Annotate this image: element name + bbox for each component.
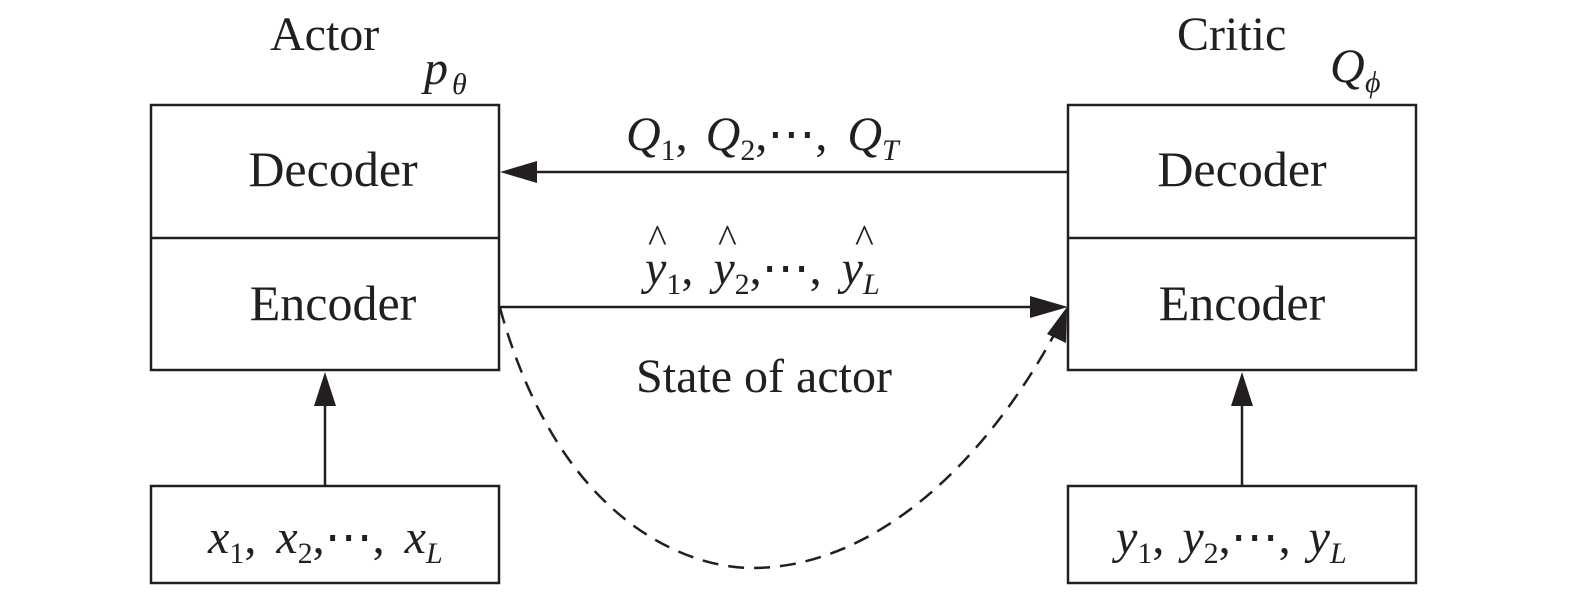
- critic-param-subscript: ϕ: [1365, 66, 1381, 99]
- critic-decoder-label: Decoder: [1157, 141, 1327, 197]
- predictions-label: y1, y2,⋯, yL: [640, 242, 880, 301]
- actor-input-arrowhead: [314, 372, 336, 406]
- hat-3: ^: [855, 216, 874, 261]
- predictions-arrowhead: [1030, 296, 1068, 318]
- q-values-label: Q1, Q2,⋯, QT: [626, 108, 901, 167]
- critic-input-arrowhead: [1231, 372, 1253, 406]
- actor-input-block: x1, x2,⋯, xL: [149, 484, 501, 585]
- critic-input-block: y1, y2,⋯, yL: [1066, 484, 1418, 585]
- actor-input-arrow: [314, 372, 336, 486]
- actor-title: Actor: [270, 8, 379, 61]
- actor-block: Decoder Encoder: [149, 103, 501, 372]
- state-of-actor-arrow: [498, 307, 1067, 570]
- state-dashed-curve: [498, 307, 1056, 570]
- state-arrowhead: [1047, 307, 1067, 343]
- actor-input-sequence: x1, x2,⋯, xL: [207, 511, 443, 570]
- predictions-arrow: [499, 296, 1068, 318]
- actor-param-symbol: p θ: [421, 42, 467, 101]
- actor-decoder-label: Decoder: [248, 141, 418, 197]
- actor-param-subscript: θ: [452, 68, 467, 101]
- actor-encoder-label: Encoder: [250, 275, 417, 331]
- critic-block: Decoder Encoder: [1066, 103, 1418, 372]
- critic-param-letter: Q: [1330, 40, 1365, 93]
- actor-param-letter: p: [421, 42, 448, 95]
- critic-title: Critic: [1177, 8, 1286, 61]
- prediction-hats: ^ ^ ^: [648, 216, 874, 261]
- critic-input-arrow: [1231, 372, 1253, 486]
- q-values-arrow: [500, 161, 1068, 183]
- hat-2: ^: [718, 216, 737, 261]
- critic-param-symbol: Q ϕ: [1330, 40, 1381, 99]
- critic-input-sequence: y1, y2,⋯, yL: [1111, 511, 1347, 570]
- hat-1: ^: [648, 216, 667, 261]
- state-of-actor-label: State of actor: [636, 350, 892, 403]
- critic-encoder-label: Encoder: [1159, 275, 1326, 331]
- q-values-arrowhead: [500, 161, 537, 183]
